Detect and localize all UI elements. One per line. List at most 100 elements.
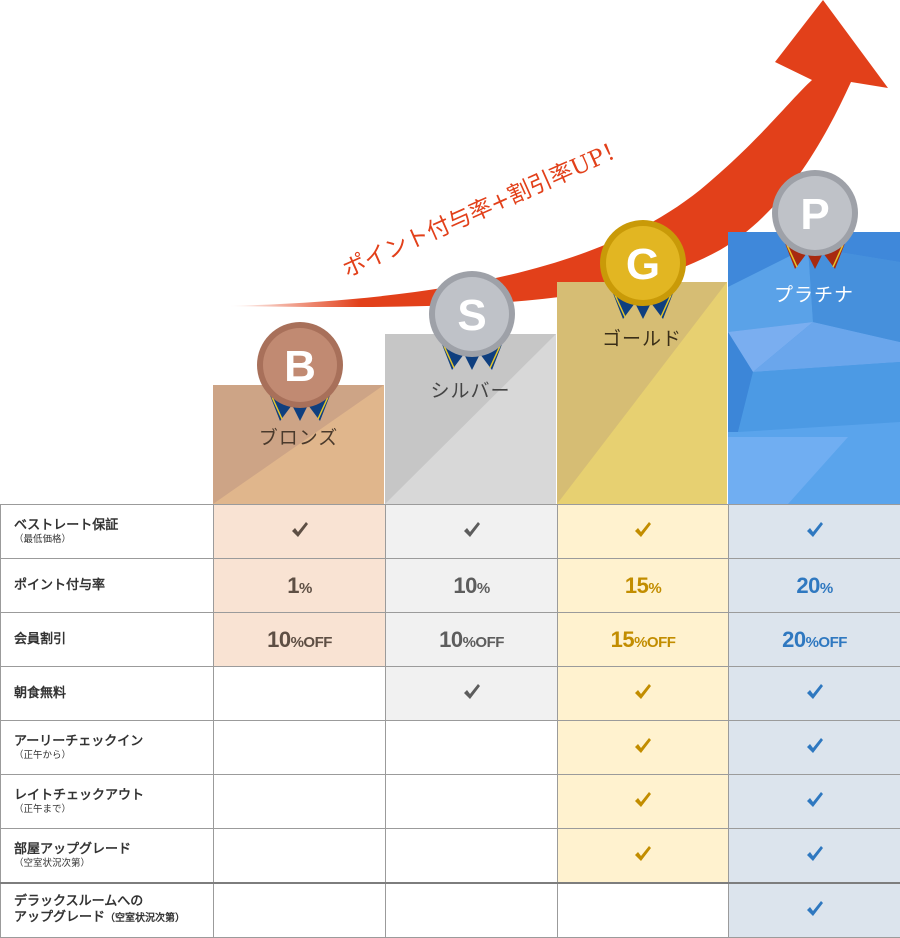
row-label-main: 会員割引 bbox=[14, 632, 213, 648]
value-text: 10%OFF bbox=[267, 627, 332, 652]
cell-platinum bbox=[729, 883, 900, 938]
row-label-main: ポイント付与率 bbox=[14, 578, 213, 594]
cell-gold bbox=[558, 721, 729, 775]
cell-gold bbox=[558, 505, 729, 559]
value-text: 20% bbox=[796, 573, 832, 598]
row-label: 会員割引 bbox=[1, 613, 214, 667]
row-label: レイトチェックアウト（正午まで） bbox=[1, 775, 214, 829]
cell-bronze bbox=[214, 721, 386, 775]
value-text: 10% bbox=[453, 573, 489, 598]
value-number: 1 bbox=[287, 573, 299, 598]
check-icon bbox=[462, 682, 482, 702]
row-label-main: ベストレート保証 bbox=[14, 518, 213, 534]
value-number: 20 bbox=[796, 573, 819, 598]
cell-bronze: 1% bbox=[214, 559, 386, 613]
svg-text:B: B bbox=[284, 342, 316, 391]
value-text: 15%OFF bbox=[611, 627, 676, 652]
cell-silver: 10%OFF bbox=[386, 613, 558, 667]
table-row-deluxe-upgrade: デラックスルームへのアップグレード（空室状況次第） bbox=[1, 883, 900, 938]
cell-platinum bbox=[729, 775, 900, 829]
check-icon bbox=[805, 520, 825, 540]
table-row-late-checkout: レイトチェックアウト（正午まで） bbox=[1, 775, 900, 829]
platinum-medal-icon: P bbox=[767, 169, 863, 289]
cell-platinum bbox=[729, 667, 900, 721]
value-text: 15% bbox=[625, 573, 661, 598]
row-label: デラックスルームへのアップグレード（空室状況次第） bbox=[1, 883, 214, 938]
row-label-sub: （正午まで） bbox=[14, 804, 213, 816]
check-icon bbox=[633, 736, 653, 756]
cell-gold: 15%OFF bbox=[558, 613, 729, 667]
row-label: 部屋アップグレード（空室状況次第） bbox=[1, 829, 214, 884]
row-label-main: アーリーチェックイン bbox=[14, 734, 213, 750]
cell-silver bbox=[386, 775, 558, 829]
row-label-line2: アップグレード bbox=[14, 910, 105, 925]
check-icon bbox=[633, 790, 653, 810]
check-icon bbox=[633, 844, 653, 864]
value-text: 10%OFF bbox=[439, 627, 504, 652]
cell-gold bbox=[558, 775, 729, 829]
cell-bronze bbox=[214, 883, 386, 938]
cell-gold bbox=[558, 883, 729, 938]
value-text: 1% bbox=[287, 573, 312, 598]
table-row-best-rate: ベストレート保証（最低価格） bbox=[1, 505, 900, 559]
bronze-medal-icon: B bbox=[252, 321, 348, 441]
cell-gold: 15% bbox=[558, 559, 729, 613]
check-icon bbox=[805, 736, 825, 756]
svg-text:P: P bbox=[800, 190, 829, 239]
tier-hero: ブロンズ シルバー ゴールド プラチナ B bbox=[0, 0, 900, 504]
cell-bronze bbox=[214, 505, 386, 559]
table-row-early-checkin: アーリーチェックイン（正午から） bbox=[1, 721, 900, 775]
svg-text:S: S bbox=[457, 291, 486, 340]
row-label-sub: （最低価格） bbox=[14, 534, 213, 546]
value-number: 15 bbox=[625, 573, 648, 598]
value-unit: %OFF bbox=[291, 634, 332, 651]
value-text: 20%OFF bbox=[782, 627, 847, 652]
check-icon bbox=[462, 520, 482, 540]
check-icon bbox=[805, 682, 825, 702]
value-unit: %OFF bbox=[463, 634, 504, 651]
check-icon bbox=[633, 682, 653, 702]
value-unit: % bbox=[299, 580, 312, 597]
cell-bronze bbox=[214, 775, 386, 829]
cell-platinum: 20% bbox=[729, 559, 900, 613]
value-unit: % bbox=[820, 580, 833, 597]
cell-gold bbox=[558, 829, 729, 884]
row-label-sub: （正午から） bbox=[14, 750, 213, 762]
row-label: ポイント付与率 bbox=[1, 559, 214, 613]
value-unit: %OFF bbox=[806, 634, 847, 651]
check-icon bbox=[805, 790, 825, 810]
check-icon bbox=[633, 520, 653, 540]
row-label: アーリーチェックイン（正午から） bbox=[1, 721, 214, 775]
cell-silver: 10% bbox=[386, 559, 558, 613]
cell-platinum bbox=[729, 829, 900, 884]
check-icon bbox=[290, 520, 310, 540]
cell-platinum bbox=[729, 505, 900, 559]
cell-silver bbox=[386, 829, 558, 884]
row-label-main-2: アップグレード（空室状況次第） bbox=[14, 910, 213, 927]
value-number: 10 bbox=[453, 573, 476, 598]
value-number: 15 bbox=[611, 627, 634, 652]
cell-silver bbox=[386, 883, 558, 938]
value-number: 10 bbox=[439, 627, 462, 652]
cell-platinum: 20%OFF bbox=[729, 613, 900, 667]
cell-bronze bbox=[214, 829, 386, 884]
check-icon bbox=[805, 844, 825, 864]
table-row-room-upgrade: 部屋アップグレード（空室状況次第） bbox=[1, 829, 900, 884]
svg-text:G: G bbox=[626, 240, 660, 289]
value-unit: % bbox=[648, 580, 661, 597]
row-label-sub: （空室状況次第） bbox=[14, 858, 213, 870]
cell-silver bbox=[386, 721, 558, 775]
row-label: 朝食無料 bbox=[1, 667, 214, 721]
row-label-main: デラックスルームへの bbox=[14, 894, 213, 910]
table-row-free-breakfast: 朝食無料 bbox=[1, 667, 900, 721]
row-label-sub: （空室状況次第） bbox=[105, 913, 185, 924]
check-icon bbox=[805, 899, 825, 919]
row-label-main: 部屋アップグレード bbox=[14, 842, 213, 858]
row-label-main: レイトチェックアウト bbox=[14, 788, 213, 804]
cell-gold bbox=[558, 667, 729, 721]
cell-bronze bbox=[214, 667, 386, 721]
value-number: 20 bbox=[782, 627, 805, 652]
value-unit: %OFF bbox=[634, 634, 675, 651]
